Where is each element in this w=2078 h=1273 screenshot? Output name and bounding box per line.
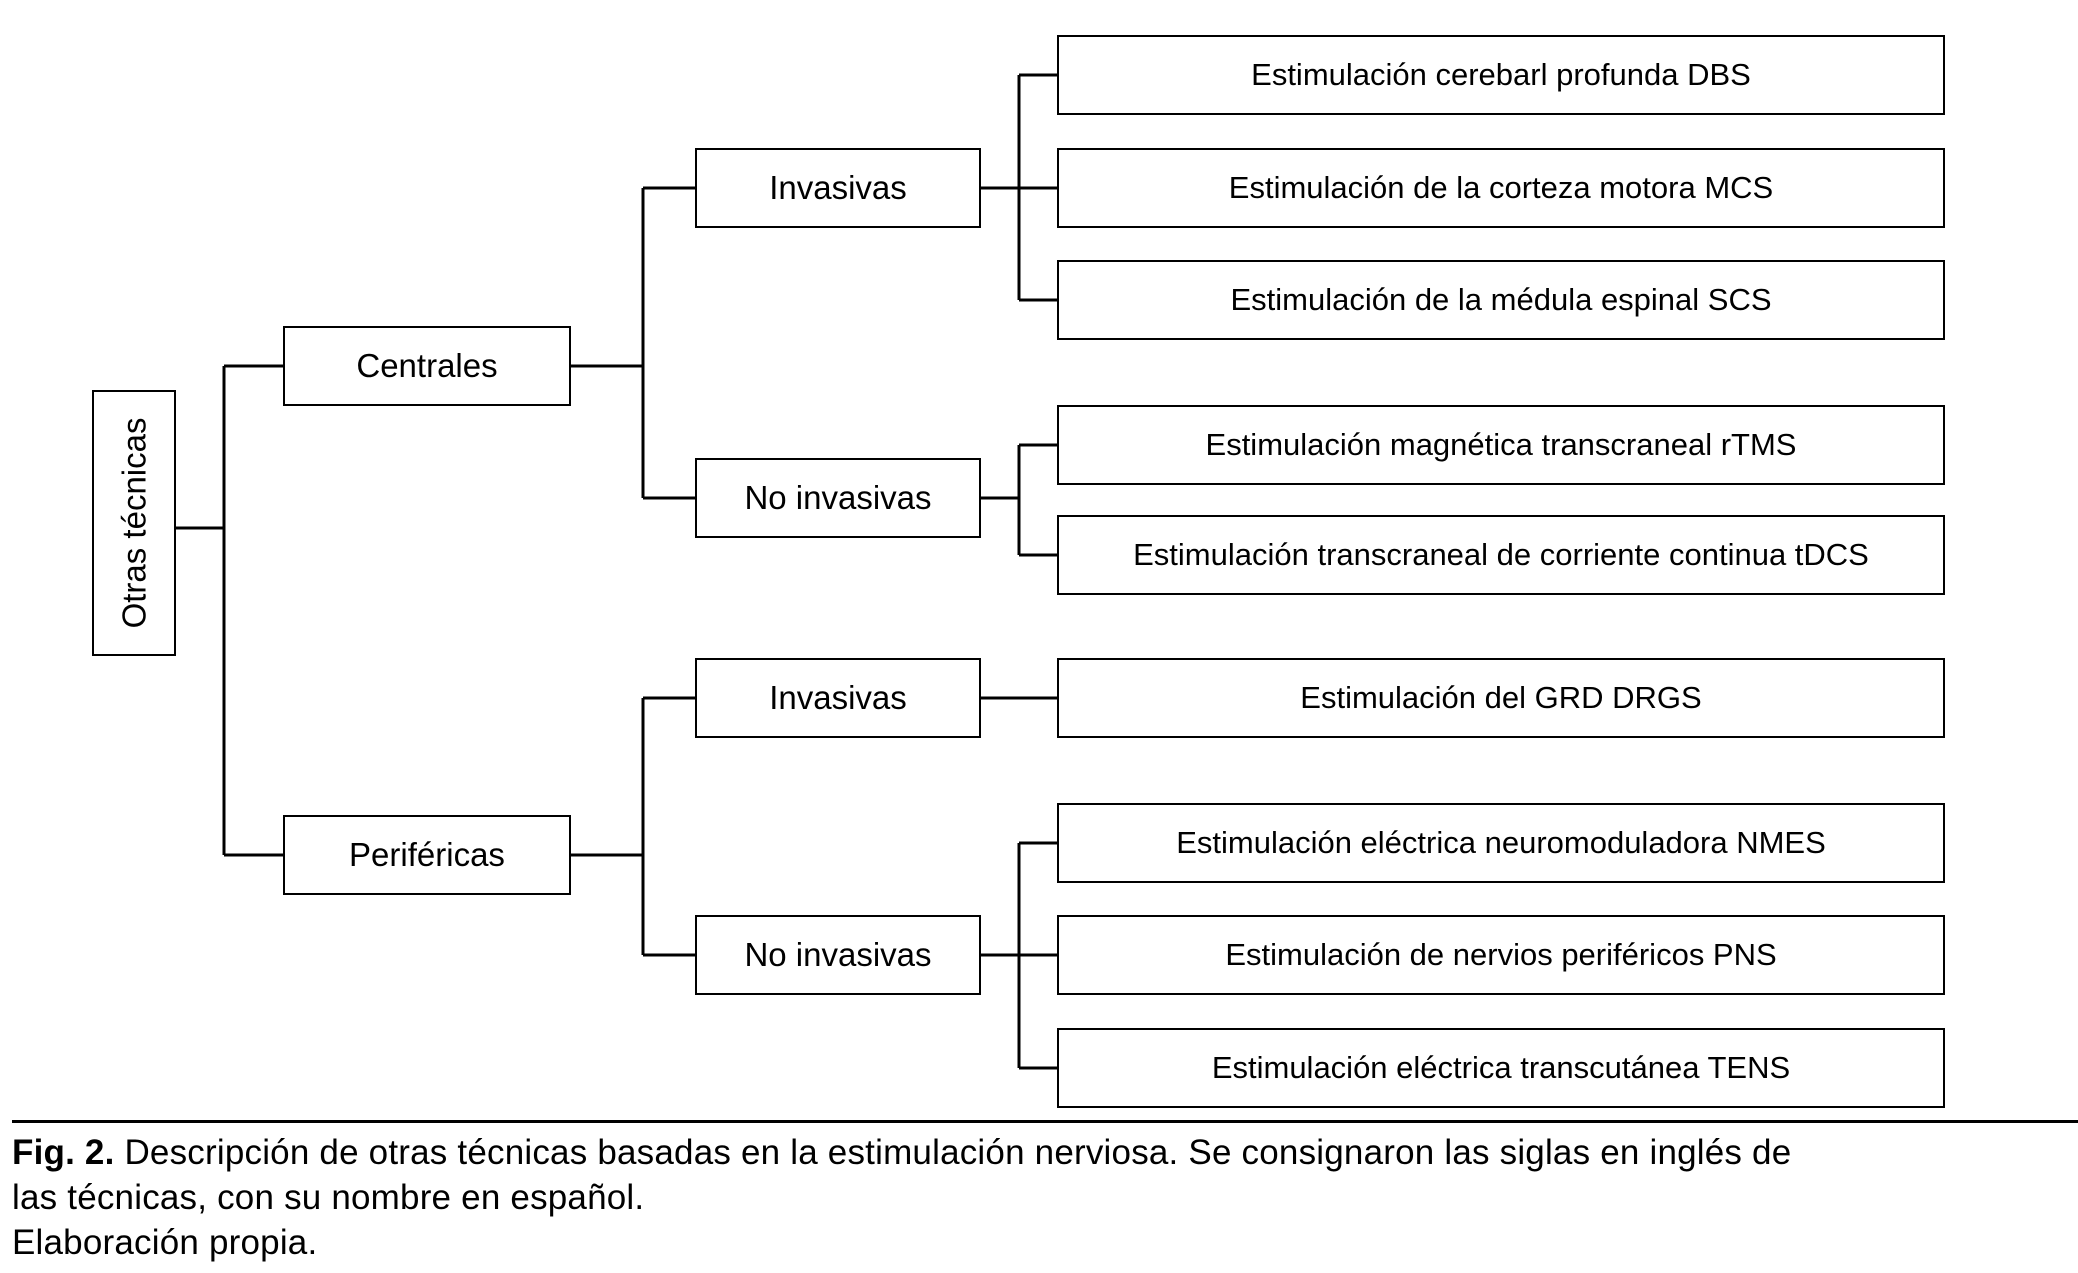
node-leaf-nmes: Estimulación eléctrica neuromoduladora N… — [1057, 803, 1945, 883]
node-leaf-tdcs: Estimulación transcraneal de corriente c… — [1057, 515, 1945, 595]
node-label: No invasivas — [744, 936, 932, 974]
figure-caption: Fig. 2. Descripción de otras técnicas ba… — [0, 1120, 2078, 1265]
node-label: Estimulación eléctrica neuromoduladora N… — [1176, 825, 1826, 861]
node-leaf-pns: Estimulación de nervios periféricos PNS — [1057, 915, 1945, 995]
node-label: Estimulación transcraneal de corriente c… — [1133, 537, 1869, 573]
node-centrales-invasivas: Invasivas — [695, 148, 981, 228]
caption-line-1-text: Descripción de otras técnicas basadas en… — [114, 1133, 1792, 1172]
connector-lines — [176, 73, 1057, 1070]
node-label: Estimulación de nervios periféricos PNS — [1225, 937, 1777, 973]
node-label: Otras técnicas — [115, 417, 153, 629]
caption-line-2: las técnicas, con su nombre en español. — [12, 1177, 645, 1217]
tree-diagram: Otras técnicas Centrales Periféricas Inv… — [92, 35, 1945, 1108]
caption-line-1: Fig. 2. Descripción de otras técnicas ba… — [12, 1131, 2068, 1176]
caption-figure-number: Fig. 2. — [12, 1133, 115, 1172]
node-label: Estimulación del GRD DRGS — [1300, 680, 1702, 716]
node-perifericas: Periféricas — [283, 815, 571, 895]
node-leaf-scs: Estimulación de la médula espinal SCS — [1057, 260, 1945, 340]
node-label: Invasivas — [769, 169, 907, 207]
node-leaf-drgs: Estimulación del GRD DRGS — [1057, 658, 1945, 738]
node-label: Estimulación de la corteza motora MCS — [1228, 170, 1774, 206]
node-leaf-tens: Estimulación eléctrica transcutánea TENS — [1057, 1028, 1945, 1108]
node-label: Centrales — [356, 347, 498, 385]
node-perifericas-no-invasivas: No invasivas — [695, 915, 981, 995]
node-label: Periféricas — [349, 836, 505, 874]
node-label: Invasivas — [769, 679, 907, 717]
node-label: No invasivas — [744, 479, 932, 517]
caption-divider — [12, 1120, 2078, 1123]
node-leaf-mcs: Estimulación de la corteza motora MCS — [1057, 148, 1945, 228]
caption-line-3: Elaboración propia. — [12, 1222, 318, 1262]
node-leaf-dbs: Estimulación cerebarl profunda DBS — [1057, 35, 1945, 115]
node-perifericas-invasivas: Invasivas — [695, 658, 981, 738]
node-label: Estimulación de la médula espinal SCS — [1230, 282, 1772, 318]
node-centrales-no-invasivas: No invasivas — [695, 458, 981, 538]
node-otras-tecnicas: Otras técnicas — [92, 390, 176, 656]
node-leaf-rtms: Estimulación magnética transcraneal rTMS — [1057, 405, 1945, 485]
node-centrales: Centrales — [283, 326, 571, 406]
node-label: Estimulación eléctrica transcutánea TENS — [1211, 1050, 1791, 1086]
node-label: Estimulación cerebarl profunda DBS — [1251, 57, 1751, 93]
node-label: Estimulación magnética transcraneal rTMS — [1205, 427, 1797, 463]
